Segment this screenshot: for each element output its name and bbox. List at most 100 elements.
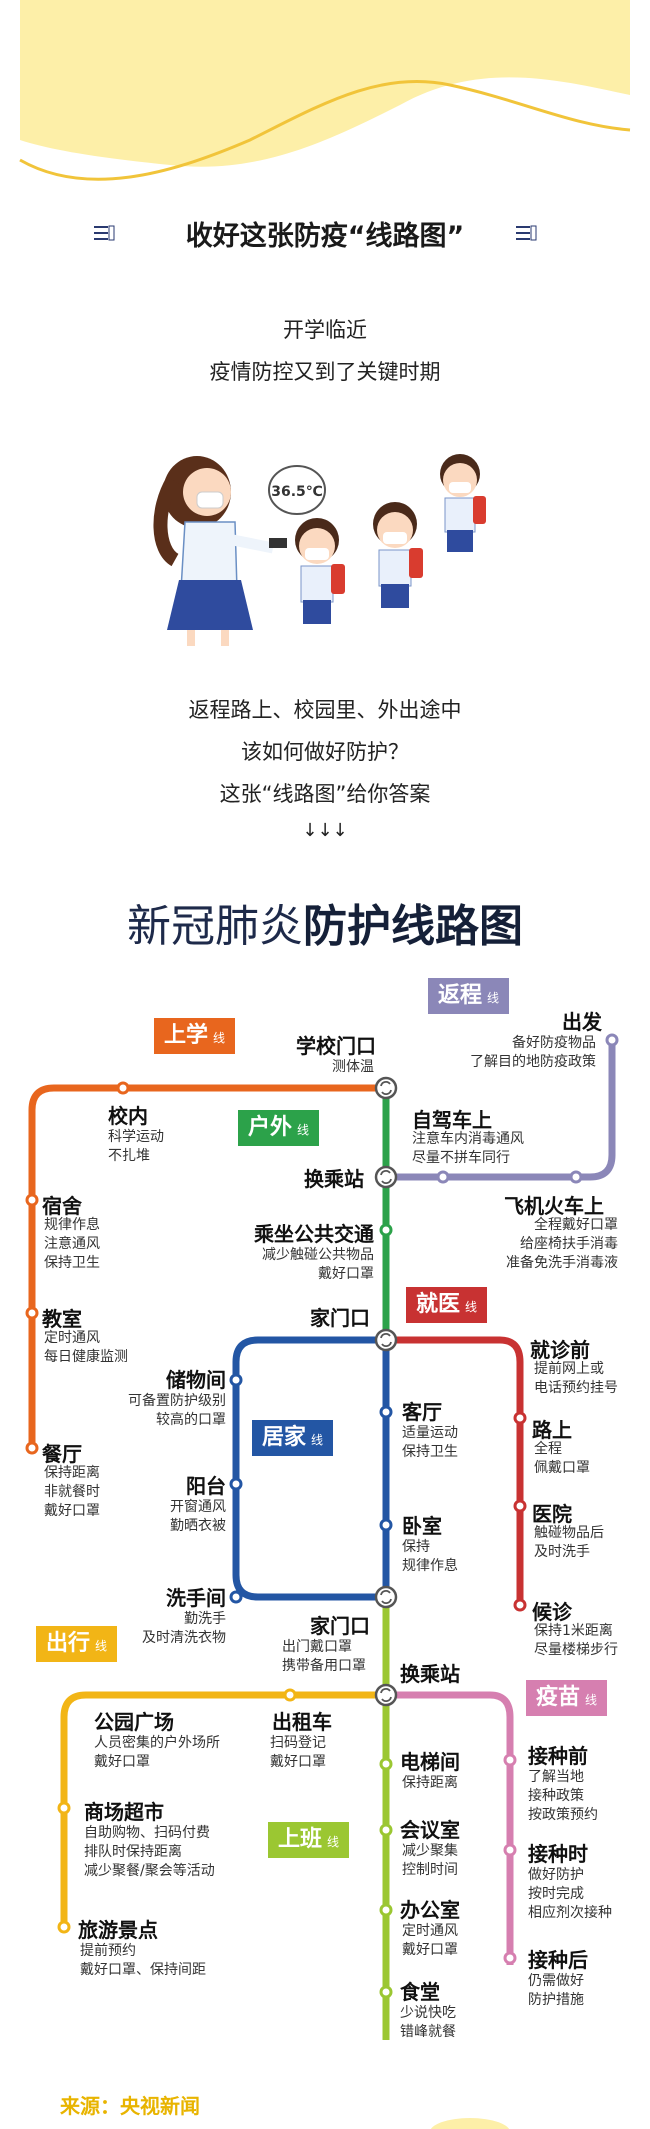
map-title: 新冠肺炎防护线路图 (0, 890, 650, 954)
station-scenic: 旅游景点 (78, 1918, 158, 1942)
station-desc: 可备置防护级别 较高的口罩 (128, 1393, 226, 1428)
station-desc: 自助购物、扫码付费 排队时保持距离 减少聚餐/聚会等活动 (84, 1825, 215, 1879)
station-school-gate: 学校门口 (296, 1034, 376, 1058)
station-mall: 商场超市 (84, 1800, 164, 1824)
station-desc: 减少触碰公共物品 戴好口罩 (262, 1247, 374, 1282)
station-desc: 触碰物品后 及时洗手 (534, 1525, 604, 1560)
school-line-path (28, 1084, 386, 1448)
station-park: 公园广场 (94, 1710, 174, 1734)
work-line-tag: 上班线 (268, 1822, 350, 1858)
station-office: 办公室 (400, 1898, 460, 1922)
station-desc: 出门戴口罩 携带备用口罩 (282, 1639, 366, 1674)
home-line-tag: 居家线 (252, 1420, 334, 1456)
station-transfer: 换乘站 (400, 1662, 460, 1686)
temperature-label: 36.5℃ (271, 484, 323, 500)
station-meeting-room: 会议室 (400, 1818, 460, 1842)
temperature-check-illustration: 36.5℃ (153, 454, 486, 646)
station-depart: 出发 (562, 1010, 602, 1034)
station-desc: 规律作息 注意通风 保持卫生 (44, 1217, 100, 1271)
list-icon (516, 225, 537, 241)
station-desc: 备好防疫物品 了解目的地防疫政策 (470, 1035, 596, 1070)
home-line-path (232, 1336, 390, 1601)
station-desc: 保持距离 非就餐时 戴好口罩 (44, 1465, 100, 1519)
transfer-icon (374, 1585, 398, 1609)
transfer-icon (374, 1076, 398, 1100)
station-dorm: 宿舍 (42, 1194, 82, 1218)
station-taxi: 出租车 (272, 1710, 332, 1734)
bottom-decoration (430, 2118, 510, 2129)
station-desc: 测体温 (332, 1059, 374, 1075)
intro-line: 该如何做好防护？ (241, 740, 409, 764)
source-credit: 来源：央视新闻 (60, 2094, 200, 2118)
station-desc: 定时通风 戴好口罩 (402, 1923, 458, 1958)
vaccine-line-path (386, 1691, 514, 1965)
top-wave-decoration (19, 0, 631, 181)
station-desc: 保持距离 (402, 1775, 458, 1791)
intro-line: 这张“线路图”给你答案 (219, 782, 431, 806)
station-elevator: 电梯间 (400, 1750, 460, 1774)
vaccine-line-tag: 疫苗线 (526, 1680, 608, 1716)
station-plane-train: 飞机火车上 (504, 1194, 604, 1218)
outing-line-path (60, 1691, 386, 1930)
station-desc: 提前预约 戴好口罩、保持间距 (80, 1943, 206, 1978)
station-desc: 少说快吃 错峰就餐 (400, 2005, 456, 2040)
station-classroom: 教室 (42, 1307, 82, 1331)
list-icon (94, 225, 115, 241)
intro-line: 返程路上、校园里、外出途中 (188, 698, 462, 722)
station-balcony: 阳台 (186, 1474, 226, 1498)
station-desc: 减少聚集 控制时间 (402, 1843, 458, 1878)
station-public-transit: 乘坐公共交通 (254, 1222, 374, 1246)
station-campus: 校内 (108, 1104, 148, 1128)
station-desc: 扫码登记 戴好口罩 (270, 1735, 326, 1770)
page-title: 收好这张防疫“线路图” (185, 221, 465, 252)
station-waiting: 候诊 (532, 1600, 572, 1624)
intro-line: 开学临近 (283, 318, 367, 342)
station-canteen: 餐厅 (42, 1442, 82, 1466)
transfer-icon (374, 1165, 398, 1189)
outdoor-line-tag: 户外线 (238, 1110, 320, 1146)
station-desc: 提前网上或 电话预约挂号 (534, 1361, 618, 1396)
station-desc: 注意车内消毒通风 尽量不拼车同行 (412, 1131, 524, 1166)
return-line-path (386, 1040, 616, 1181)
station-cafeteria: 食堂 (400, 1980, 440, 2004)
station-desc: 仍需做好 防护措施 (528, 1973, 584, 2008)
intro-line: 疫情防控又到了关键时期 (209, 360, 441, 384)
station-desc: 做好防护 按时完成 相应剂次接种 (528, 1867, 612, 1921)
station-desc: 定时通风 每日健康监测 (44, 1330, 128, 1365)
station-on-road: 路上 (532, 1418, 572, 1442)
down-arrows: ↓↓↓ (302, 820, 348, 841)
map-title-part1: 新冠肺炎 (127, 901, 303, 952)
map-title-part2: 防护线路图 (303, 901, 523, 952)
station-hospital: 医院 (532, 1502, 572, 1526)
station-desc: 适量运动 保持卫生 (402, 1425, 458, 1460)
station-living-room: 客厅 (402, 1400, 442, 1424)
transfer-icon (374, 1328, 398, 1352)
station-desc: 了解当地 接种政策 按政策预约 (528, 1769, 598, 1823)
station-transfer: 换乘站 (304, 1167, 364, 1191)
medical-line-path (386, 1336, 524, 1610)
station-before-vaccine: 接种前 (528, 1744, 588, 1768)
station-during-vaccine: 接种时 (528, 1842, 588, 1866)
station-desc: 科学运动 不扎堆 (108, 1129, 164, 1164)
station-desc: 开窗通风 勤晒衣被 (170, 1499, 226, 1534)
station-bedroom: 卧室 (402, 1514, 442, 1538)
station-clinic-before: 就诊前 (530, 1338, 590, 1362)
station-bathroom: 洗手间 (166, 1586, 226, 1610)
station-home-door: 家门口 (310, 1614, 370, 1638)
station-storage: 储物间 (166, 1368, 226, 1392)
station-desc: 保持 规律作息 (402, 1539, 458, 1574)
station-desc: 全程戴好口罩 给座椅扶手消毒 准备免洗手消毒液 (506, 1217, 618, 1271)
transfer-icon (374, 1683, 398, 1707)
medical-line-tag: 就医线 (406, 1287, 488, 1323)
return-line-tag: 返程线 (428, 978, 510, 1014)
station-after-vaccine: 接种后 (528, 1948, 588, 1972)
station-desc: 人员密集的户外场所 戴好口罩 (94, 1735, 220, 1770)
station-desc: 全程 佩戴口罩 (534, 1441, 590, 1476)
outing-line-tag: 出行线 (36, 1626, 118, 1662)
station-home-door: 家门口 (310, 1306, 370, 1330)
station-desc: 保持1米距离 尽量楼梯步行 (534, 1623, 618, 1658)
station-selfdrive: 自驾车上 (412, 1108, 492, 1132)
school-line-tag: 上学线 (154, 1018, 236, 1054)
station-desc: 勤洗手 及时清洗衣物 (142, 1611, 226, 1646)
